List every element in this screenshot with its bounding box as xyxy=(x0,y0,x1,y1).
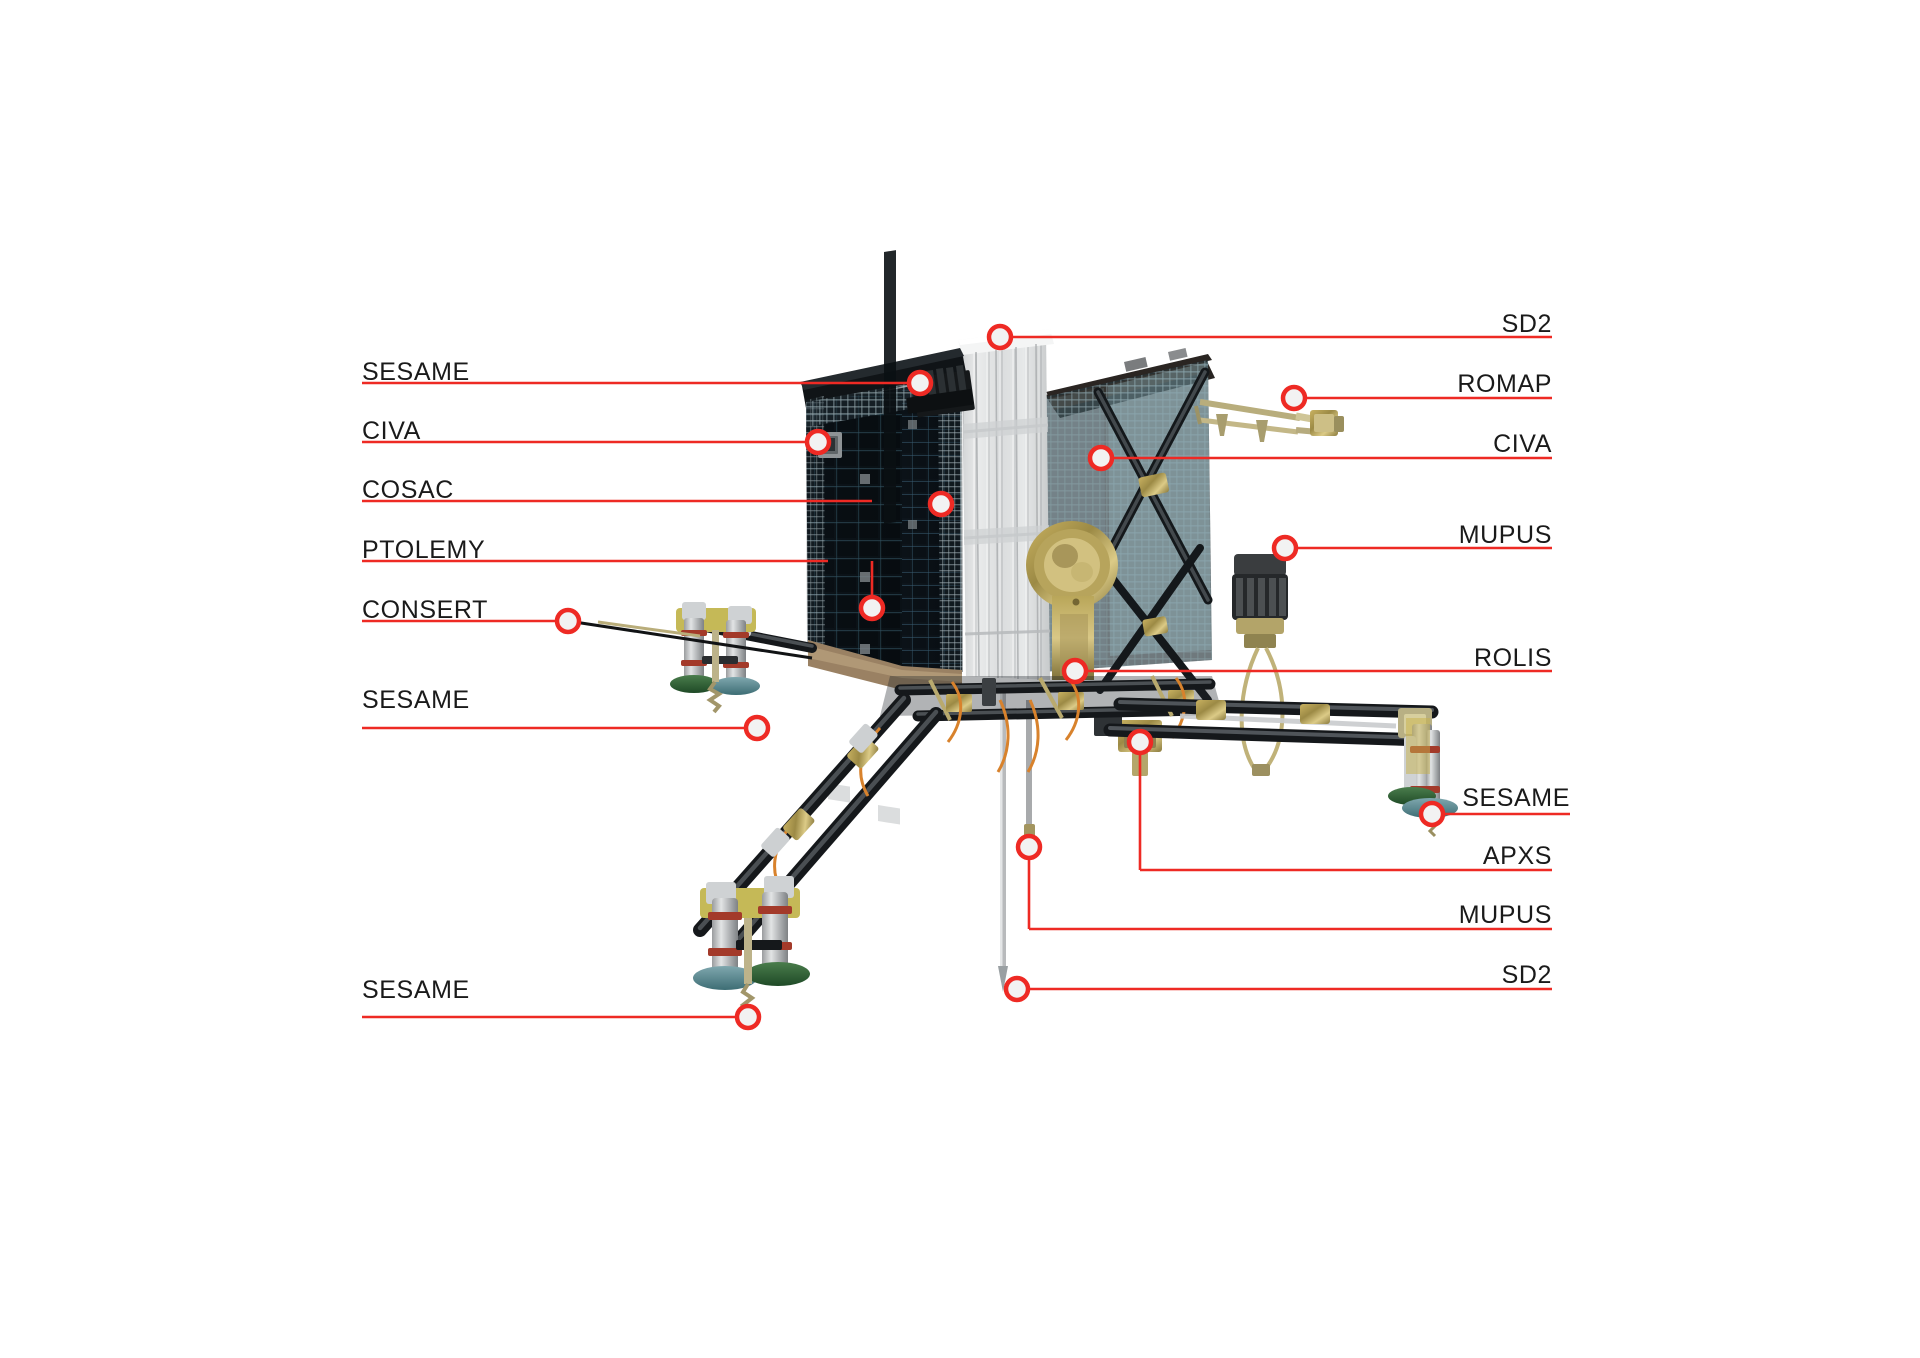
foot-right xyxy=(1388,708,1458,838)
label-sesame-bot: SESAME xyxy=(362,976,470,1004)
callout-marker-sesame-mid[interactable] xyxy=(743,714,771,742)
label-consert: CONSERT xyxy=(362,596,488,624)
callout-marker-mupus-bot[interactable] xyxy=(1015,833,1043,861)
lander-body-group xyxy=(567,250,1458,1020)
callout-marker-sesame-bot[interactable] xyxy=(734,1003,762,1031)
sd2-drill-tower xyxy=(958,329,1054,681)
romap-boom xyxy=(1194,399,1344,442)
x-bracing xyxy=(1085,367,1213,704)
label-sesame-top: SESAME xyxy=(362,358,470,386)
label-cosac: COSAC xyxy=(362,476,454,504)
lower-cabling xyxy=(982,678,1040,773)
landing-leg-right xyxy=(1103,697,1458,838)
callout-marker-cosac[interactable] xyxy=(927,490,955,518)
callout-marker-consert[interactable] xyxy=(554,607,582,635)
label-civa-right: CIVA xyxy=(1493,430,1552,458)
callout-marker-civa-left[interactable] xyxy=(804,428,832,456)
callout-marker-apxs[interactable] xyxy=(1126,728,1154,756)
landing-leg-upper-left xyxy=(567,602,817,714)
label-romap: ROMAP xyxy=(1457,370,1552,398)
foot-front-left xyxy=(693,876,810,1020)
callout-marker-civa-right[interactable] xyxy=(1087,444,1115,472)
label-rolis: ROLIS xyxy=(1473,644,1552,672)
label-sd2-bot: SD2 xyxy=(1501,961,1552,989)
callout-marker-sd2-bot[interactable] xyxy=(1003,975,1031,1003)
callout-marker-romap[interactable] xyxy=(1280,384,1308,412)
callout-marker-sd2-top[interactable] xyxy=(986,323,1014,351)
callout-marker-ptolemy[interactable] xyxy=(858,594,886,622)
callout-marker-sesame-top[interactable] xyxy=(906,369,934,397)
label-civa-left: CIVA xyxy=(362,417,421,445)
callout-marker-rolis[interactable] xyxy=(1061,657,1089,685)
callout-marker-sesame-right[interactable] xyxy=(1418,800,1446,828)
label-sd2-top: SD2 xyxy=(1501,310,1552,338)
label-ptolemy: PTOLEMY xyxy=(362,536,486,564)
callout-marker-mupus-top[interactable] xyxy=(1271,534,1299,562)
label-mupus-bot: MUPUS xyxy=(1458,901,1552,929)
label-sesame-mid: SESAME xyxy=(362,686,470,714)
landing-leg-front-left xyxy=(693,693,943,1020)
label-mupus-top: MUPUS xyxy=(1458,521,1552,549)
label-apxs: APXS xyxy=(1482,842,1552,870)
label-sesame-right: SESAME xyxy=(1462,784,1570,812)
